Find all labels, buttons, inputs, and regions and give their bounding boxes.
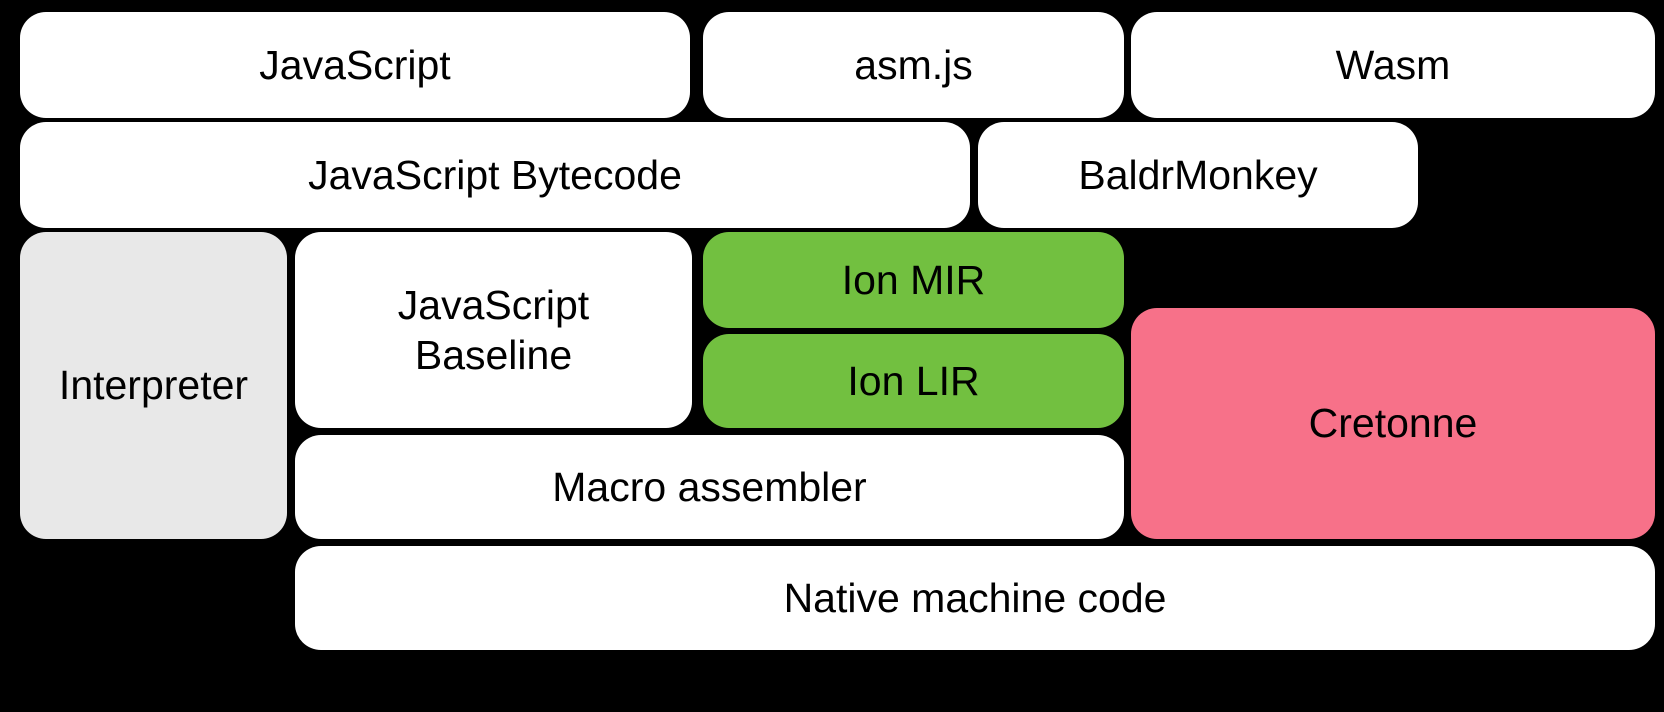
node-cretonne: Cretonne (1131, 308, 1655, 539)
node-ion-lir: Ion LIR (703, 334, 1124, 428)
node-asm-js: asm.js (703, 12, 1124, 118)
node-native-machine-code: Native machine code (295, 546, 1655, 650)
node-ion-mir: Ion MIR (703, 232, 1124, 328)
node-macro-assembler: Macro assembler (295, 435, 1124, 539)
node-javascript: JavaScript (20, 12, 690, 118)
node-javascript-bytecode: JavaScript Bytecode (20, 122, 970, 228)
node-interpreter: Interpreter (20, 232, 287, 539)
node-javascript-baseline: JavaScript Baseline (295, 232, 692, 428)
node-wasm: Wasm (1131, 12, 1655, 118)
node-baldrmonkey: BaldrMonkey (978, 122, 1418, 228)
